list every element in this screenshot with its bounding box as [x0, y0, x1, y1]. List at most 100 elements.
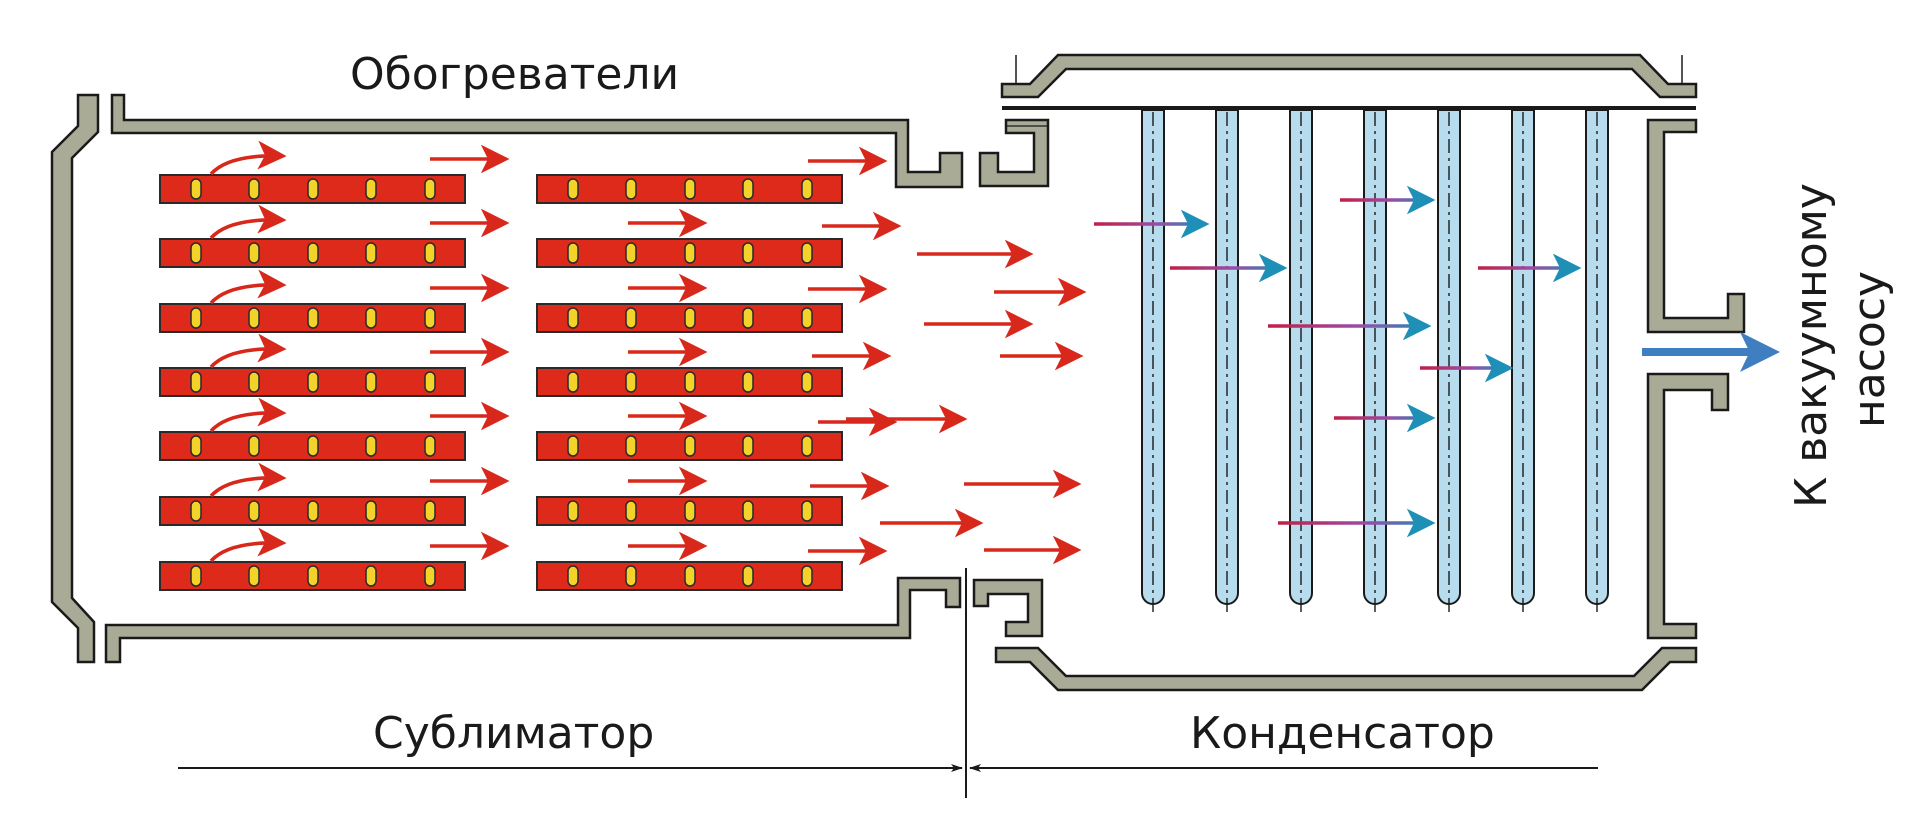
heater-element: [625, 242, 637, 264]
heater-element: [190, 307, 202, 329]
heater-element: [801, 307, 813, 329]
condenser-tube: [1141, 109, 1165, 615]
heater-shelf: [159, 561, 466, 591]
heater-element: [625, 307, 637, 329]
heater-element: [248, 435, 260, 457]
heater-element: [567, 242, 579, 264]
heater-shelf: [536, 174, 843, 204]
heater-element: [424, 242, 436, 264]
sublimator-label: Сублиматор: [373, 708, 654, 759]
heater-shelf: [536, 561, 843, 591]
heater-element: [684, 565, 696, 587]
condenser-tubes: [1141, 109, 1609, 615]
condenser-tube: [1437, 109, 1461, 615]
dimension-line: [178, 568, 1598, 798]
heater-element: [307, 178, 319, 200]
condenser-tube: [1363, 109, 1387, 615]
heater-element: [742, 371, 754, 393]
heater-shelf: [159, 303, 466, 333]
heater-shelf: [536, 303, 843, 333]
heater-shelf: [536, 431, 843, 461]
heater-element: [567, 307, 579, 329]
heater-element: [424, 435, 436, 457]
heater-element: [307, 565, 319, 587]
condenser-bottom-cover: [994, 646, 1698, 692]
heater-element: [424, 307, 436, 329]
red-arrow-icon: [209, 333, 287, 369]
heater-element: [190, 435, 202, 457]
vacuum-pump-label-line2: насосу: [1844, 271, 1895, 428]
red-arrow-icon: [209, 462, 287, 498]
heater-shelf: [159, 238, 466, 268]
heater-element: [248, 242, 260, 264]
condenser-label: Конденсатор: [1190, 708, 1495, 759]
condenser-tube: [1215, 109, 1239, 615]
heater-element: [742, 565, 754, 587]
heater-element: [742, 307, 754, 329]
heater-element: [742, 435, 754, 457]
heater-element: [567, 371, 579, 393]
heater-element: [801, 565, 813, 587]
heater-element: [248, 565, 260, 587]
heater-element: [625, 435, 637, 457]
heater-element: [307, 435, 319, 457]
heater-element: [307, 242, 319, 264]
heater-element: [248, 371, 260, 393]
condenser-tube: [1289, 109, 1313, 615]
condenser-inlet-bottom-flange: [972, 578, 1044, 638]
condenser-inlet-top-flange: [978, 118, 1050, 188]
heater-element: [190, 242, 202, 264]
heater-element: [684, 371, 696, 393]
heater-element: [307, 371, 319, 393]
heater-element: [190, 178, 202, 200]
heater-element: [742, 242, 754, 264]
heater-element: [365, 565, 377, 587]
vacuum-pump-label-line1: К вакуумному: [1786, 183, 1837, 508]
heater-shelf: [159, 431, 466, 461]
sublimator-bottom-wall: [104, 576, 962, 664]
heater-element: [801, 371, 813, 393]
heater-shelf: [536, 367, 843, 397]
heater-element: [742, 178, 754, 200]
heater-element: [625, 565, 637, 587]
heaters-label: Обогреватели: [350, 49, 679, 100]
condenser-right-wall-lower: [1646, 372, 1730, 640]
heater-shelf: [159, 367, 466, 397]
condensation-arrows: [1094, 185, 1582, 538]
red-arrow-icon: [209, 527, 287, 563]
heater-element: [684, 178, 696, 200]
sublimator-door: [50, 93, 100, 664]
heater-element: [625, 500, 637, 522]
heater-element: [742, 500, 754, 522]
heater-element: [684, 500, 696, 522]
sublimator-top-wall: [110, 93, 964, 189]
heater-element: [248, 500, 260, 522]
sublimator-chamber: [50, 93, 964, 664]
heater-element: [190, 371, 202, 393]
heater-element: [684, 242, 696, 264]
condenser-right-wall-upper: [1646, 118, 1746, 334]
heater-element: [567, 435, 579, 457]
heater-element: [307, 500, 319, 522]
heater-element: [684, 307, 696, 329]
heater-element: [625, 178, 637, 200]
red-arrow-icon: [209, 140, 287, 176]
red-arrow-icon: [209, 397, 287, 433]
heater-element: [684, 435, 696, 457]
heater-shelf: [536, 496, 843, 526]
heater-element: [248, 178, 260, 200]
heater-element: [248, 307, 260, 329]
heater-element: [424, 565, 436, 587]
heater-element: [625, 371, 637, 393]
vacuum-pump-label: К вакуумному насосу: [1786, 183, 1895, 508]
heater-element: [190, 565, 202, 587]
heater-element: [190, 500, 202, 522]
red-arrow-icon: [209, 204, 287, 240]
heater-shelves: [159, 174, 843, 591]
heater-element: [424, 371, 436, 393]
heater-shelf: [159, 174, 466, 204]
condenser-chamber: [972, 53, 1746, 692]
heater-element: [424, 500, 436, 522]
heater-element: [801, 178, 813, 200]
